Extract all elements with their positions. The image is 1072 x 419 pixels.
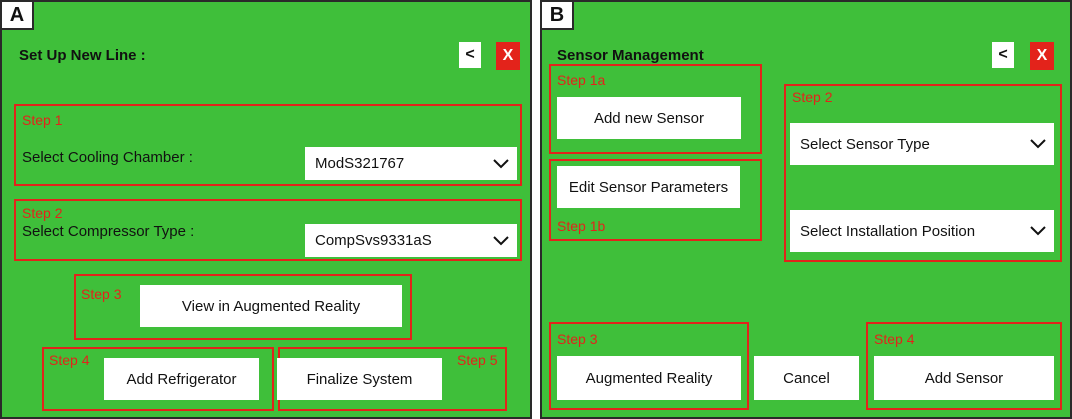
step-4-box [866,322,1062,410]
panel-a: A Set Up New Line : < X Step 1 Select Co… [0,0,532,419]
step-2-label: Step 2 [792,89,833,105]
step-1-box [14,104,522,186]
chevron-down-icon [493,158,509,168]
step-1a-label: Step 1a [557,72,606,88]
chevron-down-icon [493,235,509,245]
step-5-label: Step 5 [457,352,498,368]
finalize-system-button[interactable]: Finalize System [277,358,442,400]
sensor-type-select[interactable]: Select Sensor Type [790,123,1054,165]
chevron-down-icon [1030,226,1046,236]
chevron-down-icon [1030,139,1046,149]
back-button[interactable]: < [459,42,481,68]
add-new-sensor-button[interactable]: Add new Sensor [557,97,741,139]
step-3-box [549,322,749,410]
panel-letter-b: B [540,0,574,30]
step-1b-label: Step 1b [557,218,606,234]
cooling-chamber-value: ModS321767 [315,155,405,172]
step-2-box [784,84,1062,262]
compressor-type-select[interactable]: CompSvs9331aS [305,224,517,257]
panel-b-title: Sensor Management [557,47,704,64]
close-button[interactable]: X [1030,42,1054,70]
panel-b: B Sensor Management < X Step 1a Add new … [540,0,1072,419]
compressor-type-value: CompSvs9331aS [315,232,432,249]
step-1a-box [549,64,762,154]
step-3-label: Step 3 [81,286,122,302]
step-4-box [42,347,274,411]
cancel-button[interactable]: Cancel [754,356,859,400]
step-4-label: Step 4 [874,331,915,347]
close-button[interactable]: X [496,42,520,70]
back-button[interactable]: < [992,42,1014,68]
step-1b-box [549,159,762,241]
installation-position-select[interactable]: Select Installation Position [790,210,1054,252]
add-sensor-button[interactable]: Add Sensor [874,356,1054,400]
cooling-chamber-select[interactable]: ModS321767 [305,147,517,180]
edit-sensor-parameters-button[interactable]: Edit Sensor Parameters [557,166,740,208]
step-3-label: Step 3 [557,331,598,347]
augmented-reality-button[interactable]: Augmented Reality [557,356,741,400]
installation-position-value: Select Installation Position [800,222,976,240]
cooling-chamber-label: Select Cooling Chamber : [22,149,193,166]
panel-a-title: Set Up New Line : [19,47,146,64]
step-2-box [14,199,522,261]
sensor-type-value: Select Sensor Type [800,135,930,153]
compressor-type-label: Select Compressor Type : [22,223,195,240]
view-in-ar-button[interactable]: View in Augmented Reality [140,285,402,327]
add-refrigerator-button[interactable]: Add Refrigerator [104,358,259,400]
panel-letter-a: A [0,0,34,30]
step-4-label: Step 4 [49,352,90,368]
step-2-label: Step 2 [22,205,63,221]
step-3-box [74,274,412,340]
step-1-label: Step 1 [22,112,63,128]
